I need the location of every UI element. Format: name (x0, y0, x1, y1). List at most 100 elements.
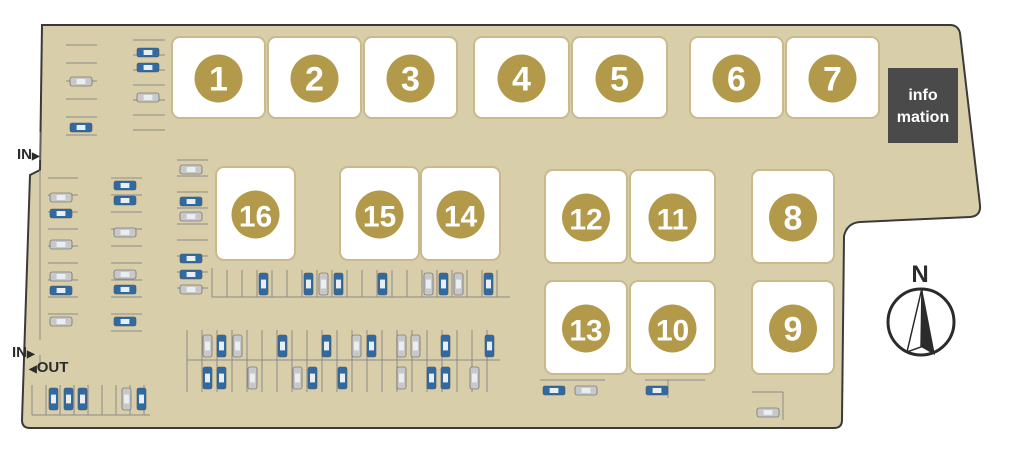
parked-car (216, 366, 227, 390)
parked-car (438, 272, 449, 296)
north-arrow-icon (921, 288, 935, 355)
entrance-bottom-in-label: IN (12, 344, 27, 361)
lot-badge (290, 54, 339, 103)
parked-car (69, 122, 93, 133)
parked-car (232, 334, 243, 358)
shop-lot-12[interactable]: 12 (544, 169, 628, 264)
lot-number: 7 (823, 61, 842, 99)
parked-car (113, 284, 137, 295)
info-label-line2: mation (897, 109, 949, 126)
parked-car (396, 334, 407, 358)
parked-car (426, 366, 437, 390)
lot-badge (497, 54, 546, 103)
lot-badge (808, 54, 857, 103)
shop-lot-6[interactable]: 6 (689, 36, 784, 119)
site-ground (20, 24, 982, 429)
parked-car (377, 272, 388, 296)
lot-badge (648, 193, 697, 242)
parked-car (179, 284, 203, 295)
parked-car (202, 334, 213, 358)
exit-out[interactable]: ◀OUT (29, 360, 68, 377)
parked-car (303, 272, 314, 296)
shop-lot-15[interactable]: 15 (339, 166, 420, 261)
lot-badge (194, 54, 243, 103)
parked-car (113, 195, 137, 206)
parked-car (49, 316, 73, 327)
lot-number: 15 (363, 201, 396, 234)
shop-lot-5[interactable]: 5 (571, 36, 668, 119)
parked-car (179, 269, 203, 280)
lot-badge (595, 54, 644, 103)
compass: N (886, 261, 956, 357)
shop-lot-7[interactable]: 7 (785, 36, 880, 119)
parked-car (337, 366, 348, 390)
shop-lot-1[interactable]: 1 (171, 36, 266, 119)
parked-car (202, 366, 213, 390)
shop-lot-10[interactable]: 10 (629, 280, 716, 375)
parked-car (49, 285, 73, 296)
lot-number: 4 (512, 61, 531, 99)
parked-car (396, 366, 407, 390)
parked-car (307, 366, 318, 390)
parked-car (258, 272, 269, 296)
lot-badge (648, 304, 697, 353)
shop-lot-8[interactable]: 8 (751, 169, 835, 264)
shop-lot-14[interactable]: 14 (420, 166, 501, 261)
shop-lot-11[interactable]: 11 (629, 169, 716, 264)
parked-car (49, 271, 73, 282)
parked-car (292, 366, 303, 390)
parked-car (410, 334, 421, 358)
parked-car (333, 272, 344, 296)
entrance-top-in[interactable]: IN▶ (17, 147, 40, 164)
parked-car (77, 387, 88, 411)
arrow-left-icon: ◀ (29, 364, 37, 375)
lot-badge (769, 304, 817, 353)
parked-car (113, 227, 137, 238)
lot-number: 9 (784, 311, 803, 349)
parked-car (318, 272, 329, 296)
parked-car (469, 366, 480, 390)
parked-car (48, 387, 59, 411)
lot-badge (355, 190, 404, 239)
parked-car (63, 387, 74, 411)
lot-number: 8 (784, 200, 803, 238)
shop-lot-2[interactable]: 2 (267, 36, 362, 119)
arrow-right-icon: ▶ (32, 151, 40, 162)
parked-car (645, 385, 669, 396)
parked-car (440, 334, 451, 358)
shop-lot-9[interactable]: 9 (751, 280, 835, 375)
parked-cars (48, 47, 780, 418)
shop-lot-13[interactable]: 13 (544, 280, 628, 375)
parked-car (321, 334, 332, 358)
parked-car (49, 239, 73, 250)
parked-car (453, 272, 464, 296)
parked-car (49, 192, 73, 203)
parked-car (113, 180, 137, 191)
arrow-right-icon: ▶ (27, 349, 35, 360)
parked-car (179, 196, 203, 207)
parked-car (366, 334, 377, 358)
parked-car (136, 92, 160, 103)
lot-number: 12 (569, 204, 602, 237)
lot-number: 3 (401, 61, 420, 99)
shop-lot-16[interactable]: 16 (215, 166, 296, 261)
parked-car (277, 334, 288, 358)
lot-number: 16 (239, 201, 272, 234)
parked-car (756, 407, 780, 418)
information-center[interactable]: info mation (888, 68, 958, 143)
parked-car (216, 334, 227, 358)
parked-car (179, 253, 203, 264)
parked-car (179, 164, 203, 175)
parked-car (136, 62, 160, 73)
lot-number: 5 (610, 61, 629, 99)
shop-lot-4[interactable]: 4 (473, 36, 570, 119)
parked-car (179, 211, 203, 222)
parked-car (423, 272, 434, 296)
parked-car (483, 272, 494, 296)
parked-car (542, 385, 566, 396)
shop-lot-3[interactable]: 3 (363, 36, 458, 119)
lot-number: 6 (727, 61, 746, 99)
entrance-bottom-in[interactable]: IN▶ (12, 345, 35, 362)
